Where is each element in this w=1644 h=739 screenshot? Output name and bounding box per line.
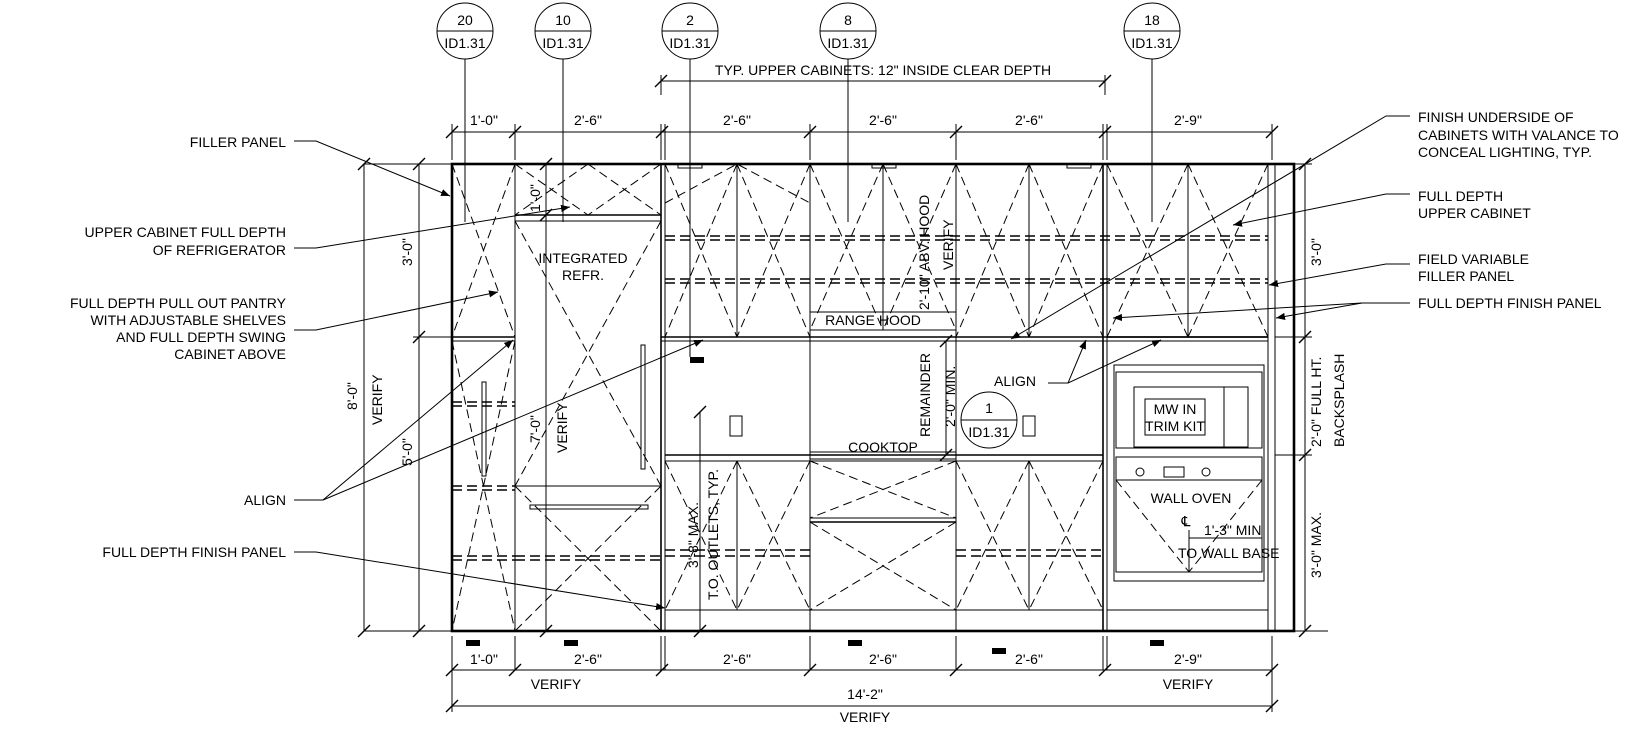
backsplash-label: BACKSPLASH — [1331, 354, 1347, 447]
note-underside-line1: FINISH UNDERSIDE OF — [1418, 109, 1574, 125]
cabinet-elevation — [450, 162, 1296, 654]
fridge-height-dim: 7'-0" — [527, 415, 543, 443]
remainder-label: REMAINDER — [917, 353, 933, 437]
overall-height-dim: 8'-0" — [344, 382, 360, 410]
callout-number: 8 — [844, 12, 852, 28]
note-finish-panel-right: FULL DEPTH FINISH PANEL — [1418, 295, 1602, 311]
note-pantry-line2: WITH ADJUSTABLE SHELVES — [90, 312, 286, 328]
top-dim-6: 2'-9" — [1174, 112, 1202, 128]
right-lower-height-dim: 3'-0" MAX. — [1308, 512, 1324, 578]
note-upper-cabinet-line1-right: FULL DEPTH — [1418, 188, 1503, 204]
top-dim-4: 2'-6" — [869, 112, 897, 128]
note-filler-line2-right: FILLER PANEL — [1418, 268, 1514, 284]
note-upper-cabinet-line2: OF REFRIGERATOR — [153, 242, 286, 258]
callout-number: 18 — [1144, 12, 1160, 28]
upper-height-dim: 3'-0" — [399, 238, 415, 266]
note-finish-panel-left: FULL DEPTH FINISH PANEL — [102, 544, 286, 560]
right-notes: FINISH UNDERSIDE OF CABINETS WITH VALANC… — [1010, 109, 1619, 384]
bottom-dim-3: 2'-6" — [723, 651, 751, 667]
callout-reference: ID1.31 — [968, 424, 1009, 440]
callout-number: 20 — [457, 12, 473, 28]
note-upper-cabinet-line2-right: UPPER CABINET — [1418, 205, 1531, 221]
note-filler-line1-right: FIELD VARIABLE — [1418, 251, 1529, 267]
align-label-right: ALIGN — [994, 373, 1036, 389]
hood-verify: VERIFY — [940, 219, 956, 270]
bottom-dim-1: 1'-0" — [470, 651, 498, 667]
callout-reference: ID1.31 — [542, 35, 583, 51]
fridge-label-line2: REFR. — [562, 267, 604, 283]
fridge-verify: VERIFY — [554, 402, 570, 453]
interior-labels: INTEGRATED REFR. RANGE HOOD 2'-10" ABV. … — [538, 195, 1279, 600]
bottom-verify-right: VERIFY — [1163, 676, 1214, 692]
to-wall-base-label: TO WALL BASE — [1178, 545, 1279, 561]
right-vertical-dimensions: 3'-0" 2'-0" FULL HT. BACKSPLASH 3'-0" MA… — [1275, 157, 1347, 638]
overall-width-dim: 14'-2" — [847, 686, 883, 702]
min-height-dim: 2'-0" MIN. — [942, 366, 958, 427]
callout-number: 10 — [555, 12, 571, 28]
microwave-label-line1: MW IN — [1154, 401, 1197, 417]
microwave-label-line2: TRIM KIT — [1145, 418, 1205, 434]
callout-number: 2 — [686, 12, 694, 28]
top-dim-5: 2'-6" — [1015, 112, 1043, 128]
top-dim-2: 2'-6" — [574, 112, 602, 128]
right-upper-height-dim: 3'-0" — [1308, 238, 1324, 266]
backsplash-height-dim: 2'-0" FULL HT. — [1308, 357, 1324, 447]
top-dim-1: 1'-0" — [470, 112, 498, 128]
callout-bubble-8: 8 ID1.31 — [819, 2, 877, 222]
outlet-height-dim: 3'-8" MAX. — [685, 502, 701, 568]
min-oven-dim: 1'-3" MIN — [1204, 522, 1261, 538]
outlet-right-icon — [1022, 415, 1036, 437]
callout-bubble-20: 20 ID1.31 — [436, 2, 494, 222]
bottom-verify-left: VERIFY — [531, 676, 582, 692]
hood-height-dim: 2'-10" ABV. HOOD — [916, 195, 932, 310]
note-align: ALIGN — [244, 492, 286, 508]
left-notes: FILLER PANEL UPPER CABINET FULL DEPTH OF… — [70, 134, 704, 611]
bottom-dim-5: 2'-6" — [1015, 651, 1043, 667]
wall-oven-label: WALL OVEN — [1151, 490, 1232, 506]
overall-width-verify: VERIFY — [840, 709, 891, 725]
fridge-top-dim: 1'-0" — [527, 184, 543, 212]
callout-bubble-18: 18 ID1.31 — [1123, 2, 1181, 222]
note-upper-cabinet-line1: UPPER CABINET FULL DEPTH — [85, 224, 287, 240]
note-filler-panel: FILLER PANEL — [190, 134, 286, 150]
callout-reference: ID1.31 — [1131, 35, 1172, 51]
note-pantry-line4: CABINET ABOVE — [174, 346, 286, 362]
cooktop-label: COOKTOP — [848, 439, 918, 455]
outlet-label: T.O. OUTLETS, TYP. — [705, 469, 721, 600]
callout-number: 1 — [985, 400, 993, 416]
bottom-dim-4: 2'-6" — [869, 651, 897, 667]
lower-height-dim: 5'-0" — [399, 438, 415, 466]
bottom-dim-2: 2'-6" — [574, 651, 602, 667]
upper-cabinet-depth-note: TYP. UPPER CABINETS: 12" INSIDE CLEAR DE… — [715, 62, 1051, 78]
callout-reference: ID1.31 — [669, 35, 710, 51]
note-underside-line2: CABINETS WITH VALANCE TO — [1418, 127, 1619, 143]
note-pantry-line1: FULL DEPTH PULL OUT PANTRY — [70, 295, 287, 311]
range-hood-label: RANGE HOOD — [825, 312, 921, 328]
top-note-dimension: TYP. UPPER CABINETS: 12" INSIDE CLEAR DE… — [654, 62, 1112, 95]
note-underside-line3: CONCEAL LIGHTING, TYP. — [1418, 144, 1592, 160]
callout-bubble-1: 1 ID1.31 — [960, 391, 1018, 449]
overall-height-verify: VERIFY — [369, 374, 385, 425]
callout-bubble-2: 2 ID1.31 — [661, 2, 719, 363]
top-dim-3: 2'-6" — [723, 112, 751, 128]
callout-reference: ID1.31 — [827, 35, 868, 51]
note-pantry-line3: AND FULL DEPTH SWING — [116, 329, 286, 345]
callout-reference: ID1.31 — [444, 35, 485, 51]
bottom-dim-6: 2'-9" — [1174, 651, 1202, 667]
callout-bubble-10: 10 ID1.31 — [534, 2, 592, 222]
fridge-label-line1: INTEGRATED — [538, 250, 627, 266]
outlet-left-icon — [729, 415, 743, 437]
centerline-symbol: ℄ — [1181, 513, 1191, 529]
left-vertical-dimensions: 8'-0" VERIFY 3'-0" 5'-0" 1'-0" 7'-0" VER… — [344, 157, 953, 638]
top-dimension-string: 1'-0" 2'-6" 2'-6" 2'-6" 2'-6" 2'-9" — [445, 112, 1279, 160]
bottom-dimension-string: 1'-0" 2'-6" 2'-6" 2'-6" 2'-6" 2'-9" VERI… — [445, 636, 1279, 725]
